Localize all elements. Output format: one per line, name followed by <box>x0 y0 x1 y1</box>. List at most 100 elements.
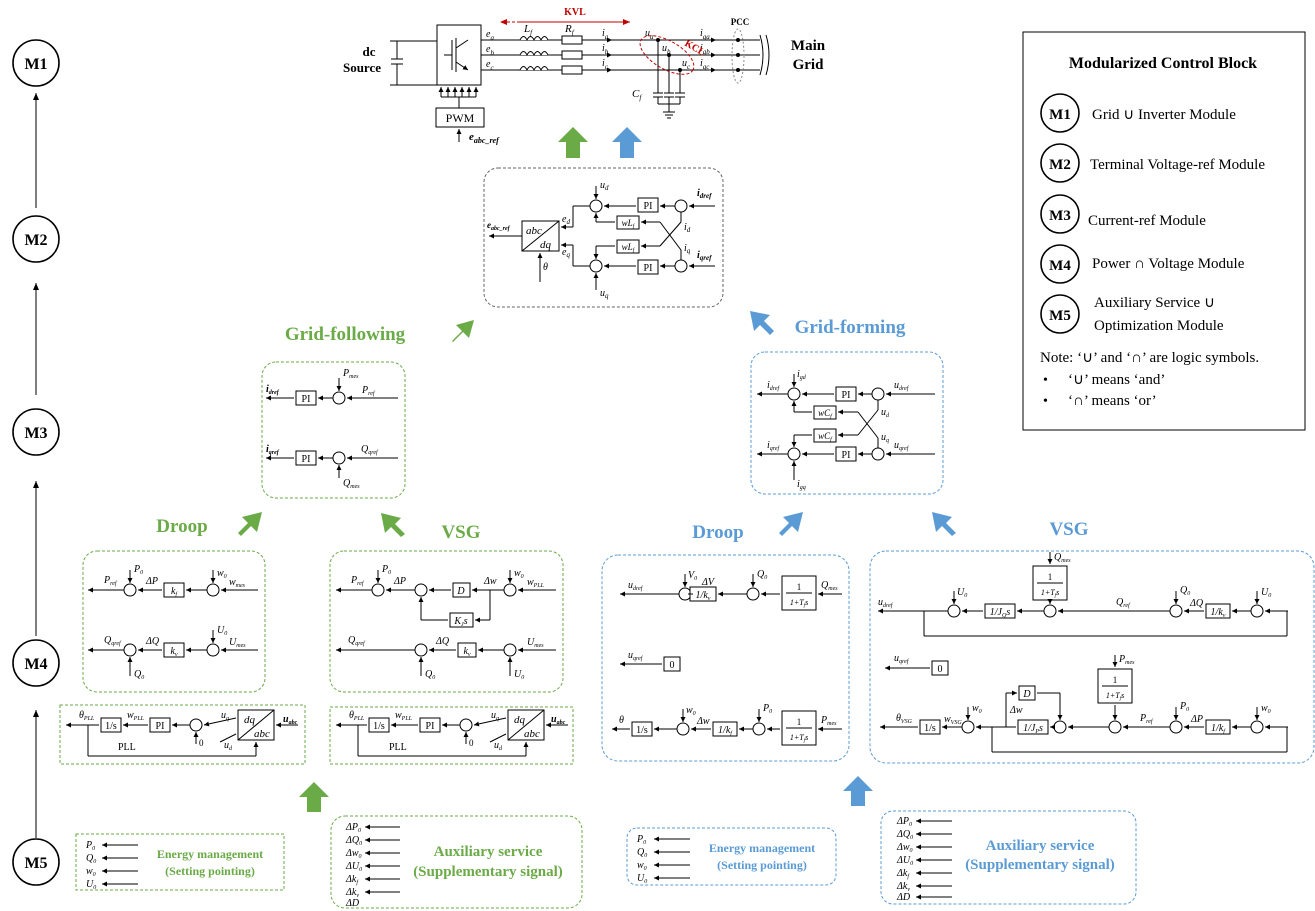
svg-text:Rf: Rf <box>564 23 575 37</box>
svg-text:M2: M2 <box>1049 157 1071 173</box>
title-vsg-forming: VSG <box>1049 519 1088 540</box>
svg-text:ΔV: ΔV <box>701 577 716 588</box>
svg-text:wPLL: wPLL <box>127 710 145 722</box>
green-up-arrow-m2-m1 <box>558 127 588 158</box>
svg-text:ΔP0: ΔP0 <box>345 822 361 834</box>
svg-text:P0: P0 <box>762 703 772 715</box>
svg-text:ud: ud <box>494 740 503 752</box>
svg-text:Source: Source <box>343 60 381 75</box>
svg-text:ud: ud <box>881 407 890 419</box>
svg-text:igq: igq <box>797 479 806 491</box>
svg-text:PI: PI <box>842 450 851 461</box>
pwm-block <box>435 107 485 128</box>
svg-text:Auxiliary service: Auxiliary service <box>986 838 1095 854</box>
svg-text:PCC: PCC <box>731 17 750 27</box>
svg-text:Qmes: Qmes <box>343 478 360 490</box>
svg-text:uabc: uabc <box>551 714 566 726</box>
svg-text:Q0: Q0 <box>134 669 144 681</box>
svg-text:idref: idref <box>266 384 280 396</box>
svg-text:w0: w0 <box>1261 703 1271 715</box>
svg-text:ΔP: ΔP <box>393 576 406 587</box>
energy-management-green: P0 Q0 w0 U0 Energy management (Setting p… <box>75 833 285 891</box>
title-droop-forming: Droop <box>692 522 743 543</box>
svg-text:Qqref: Qqref <box>104 635 122 647</box>
svg-text:D: D <box>456 586 465 597</box>
inverter-circuit: dc Source PWM eabc_ref <box>343 7 826 145</box>
title-vsg-following: VSG <box>441 522 480 543</box>
svg-text:udref: udref <box>628 580 644 592</box>
svg-text:1/JPs: 1/JPs <box>1023 723 1043 735</box>
svg-text:Auxiliary Service ∪: Auxiliary Service ∪ <box>1094 295 1215 311</box>
svg-text:ud: ud <box>600 180 609 192</box>
svg-text:Pmes: Pmes <box>1118 654 1135 666</box>
blue-arrow-gfm <box>750 311 774 335</box>
svg-text:PI: PI <box>842 390 851 401</box>
legend-item-m1: M1 Grid ∪ Inverter Module <box>1040 93 1236 133</box>
svg-text:ia: ia <box>602 28 609 41</box>
svg-text:Δkv: Δkv <box>896 881 910 893</box>
svg-text:Δkv: Δkv <box>345 887 359 899</box>
svg-text:Qref: Qref <box>1116 597 1131 609</box>
svg-text:1: 1 <box>797 582 802 592</box>
svg-text:igc: igc <box>700 58 710 71</box>
svg-text:w0: w0 <box>972 703 982 715</box>
svg-text:M4: M4 <box>1049 258 1071 274</box>
svg-text:PLL: PLL <box>118 742 136 753</box>
module-column: M1 M2 M3 M4 M5 <box>12 39 60 886</box>
gfm-vsg-block: 1/JQs 1/kv 1 1+Tfs Qmes udref U0 Qref Q0… <box>869 550 1315 764</box>
svg-text:Q0: Q0 <box>425 669 435 681</box>
svg-text:0: 0 <box>199 738 204 748</box>
svg-text:Main: Main <box>791 38 826 54</box>
legend-bullet-and: ‘∪’ means ‘and’ <box>1068 372 1165 388</box>
svg-text:wLf: wLf <box>622 218 636 230</box>
svg-text:θ: θ <box>619 715 624 726</box>
svg-text:Qmes: Qmes <box>1054 552 1071 564</box>
svg-text:U0: U0 <box>1261 587 1271 599</box>
svg-text:U0: U0 <box>217 625 227 637</box>
svg-text:udref: udref <box>894 380 910 392</box>
svg-text:w0: w0 <box>514 568 524 580</box>
svg-text:1/s: 1/s <box>636 725 648 736</box>
svg-text:abc: abc <box>254 728 270 740</box>
svg-text:kv: kv <box>463 646 470 658</box>
module-m3-label: M3 <box>24 425 47 442</box>
svg-text:KVL: KVL <box>564 7 586 18</box>
module-m2: M2 <box>12 215 60 263</box>
legend-note: Note: ‘∪’ and ‘∩’ are logic symbols. <box>1040 350 1259 366</box>
auxiliary-service-green: ΔP0 ΔQ0 Δw0 ΔU0 Δkf Δkv ΔD Auxiliary ser… <box>330 815 583 909</box>
svg-text:0: 0 <box>670 660 675 671</box>
svg-text:ΔP0: ΔP0 <box>896 816 912 828</box>
svg-text:1+Tfs: 1+Tfs <box>1106 691 1124 702</box>
pll-block-right: 1/s PI dq abc 0 θPLL wPLL uq ud uabc PLL <box>329 706 574 765</box>
svg-text:wPLL: wPLL <box>527 577 545 589</box>
svg-text:uqref: uqref <box>894 653 910 665</box>
svg-text:iqref: iqref <box>266 444 280 456</box>
svg-text:udref: udref <box>878 597 894 609</box>
green-arrow-vsg <box>381 513 405 537</box>
svg-text:0: 0 <box>469 738 474 748</box>
svg-text:P0: P0 <box>381 564 391 576</box>
blue-up-arrow-m5 <box>843 776 873 806</box>
svg-text:eabc_ref: eabc_ref <box>469 131 500 145</box>
module-m4: M4 <box>12 639 60 687</box>
green-arrow-gf <box>452 320 474 342</box>
svg-text:V0: V0 <box>688 570 697 582</box>
svg-text:ΔQ0: ΔQ0 <box>896 829 913 841</box>
svg-text:eb: eb <box>486 44 494 57</box>
svg-text:idref: idref <box>767 380 781 392</box>
title-grid-following: Grid-following <box>285 324 406 345</box>
blue-up-arrow-m2-m1 <box>612 127 642 158</box>
svg-text:Δw0: Δw0 <box>896 842 913 854</box>
module-m4-label: M4 <box>24 656 47 673</box>
svg-text:iq: iq <box>684 243 691 255</box>
svg-text:Δw0: Δw0 <box>345 848 362 860</box>
svg-text:ΔQ0: ΔQ0 <box>345 835 362 847</box>
svg-text:θPLL: θPLL <box>349 710 365 722</box>
svg-text:dq: dq <box>540 239 552 251</box>
svg-text:Qmes: Qmes <box>821 580 838 592</box>
svg-text:1+Tfs: 1+Tfs <box>790 733 808 744</box>
svg-text:Pref: Pref <box>350 575 365 587</box>
svg-text:ΔP: ΔP <box>1190 714 1203 725</box>
svg-text:ΔQ: ΔQ <box>145 636 160 647</box>
svg-text:U0: U0 <box>86 879 96 891</box>
